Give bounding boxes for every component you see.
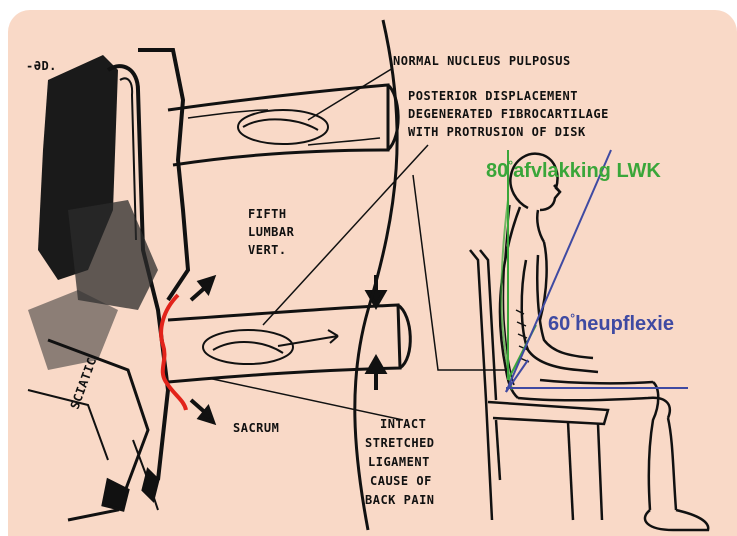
seated-figure	[470, 154, 708, 530]
hip-flexion-label: 60°heupflexie	[548, 311, 674, 335]
lumbar-flattening-label: 80°afvlakking LWK	[486, 158, 661, 182]
label-fifth-line2: LUMBAR	[248, 225, 295, 239]
hip-trunk-line	[506, 150, 611, 392]
label-normal-nucleus: NORMAL NUCLEUS PULPOSUS	[393, 54, 571, 68]
label-posterior-line2: DEGENERATED FIBROCARTILAGE	[408, 107, 609, 121]
label-posterior-line1: POSTERIOR DISPLACEMENT	[408, 89, 578, 103]
spine-disc-diagram: -ƏD. NORMAL NUCLEUS PULPOSUS POSTERIOR D…	[8, 10, 737, 536]
lumbar-anatomy-drawing	[28, 50, 188, 520]
illustration-panel: -ƏD. NORMAL NUCLEUS PULPOSUS POSTERIOR D…	[8, 10, 737, 536]
label-posterior-line3: WITH PROTRUSION OF DISK	[408, 125, 586, 139]
label-intact-line3: LIGAMENT	[368, 455, 430, 469]
label-sacrum: SACRUM	[233, 421, 279, 435]
label-fifth-line1: FIFTH	[248, 207, 287, 221]
label-fifth-line3: VERT.	[248, 243, 287, 257]
upper-intervertebral-disc	[168, 85, 398, 165]
label-intact-line5: BACK PAIN	[365, 493, 435, 507]
label-intact-line1: INTACT	[380, 417, 426, 431]
disc-protrusion-outline	[161, 295, 186, 410]
label-intact-line4: CAUSE OF	[370, 474, 432, 488]
label-intact-line2: STRETCHED	[365, 436, 435, 450]
top-left-scribble: -ƏD.	[26, 59, 57, 73]
